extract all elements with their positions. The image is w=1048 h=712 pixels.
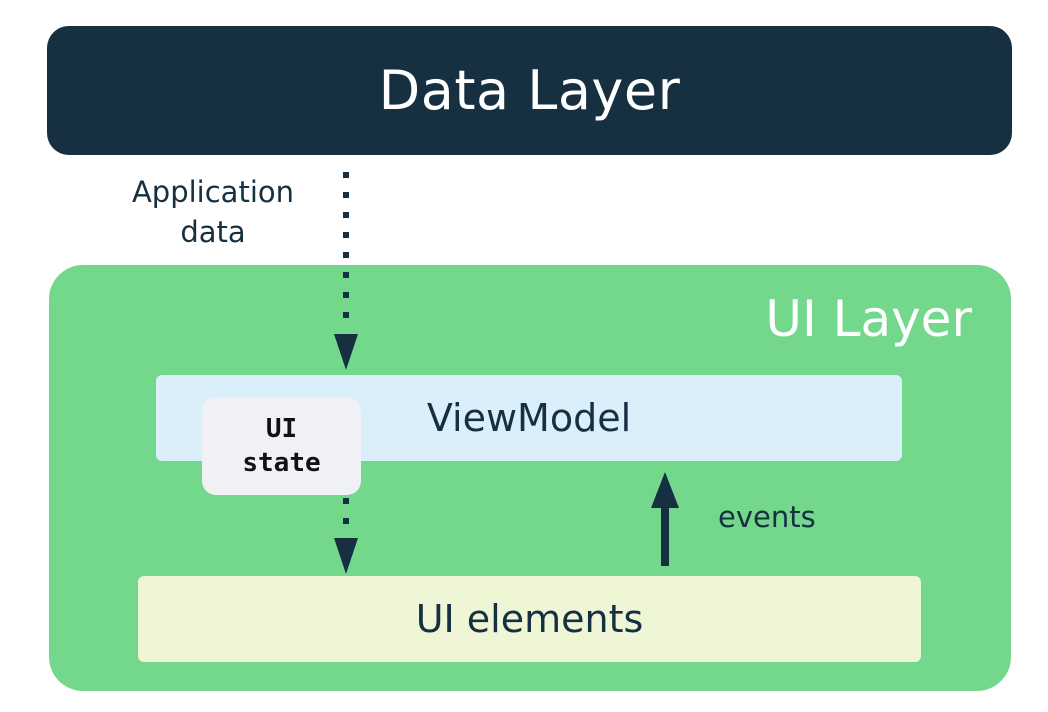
application-data-label: Application data bbox=[131, 175, 295, 249]
viewmodel-title: ViewModel bbox=[426, 396, 632, 440]
ui-state-line-2: state bbox=[242, 448, 321, 478]
arrow-head-up-icon bbox=[651, 472, 679, 508]
arrow-head-down-icon bbox=[334, 334, 358, 370]
ui-elements-box: UI elements bbox=[138, 576, 921, 662]
ui-layer-title: UI Layer bbox=[765, 290, 972, 348]
events-label: events bbox=[718, 500, 816, 534]
ui-state-arrow bbox=[334, 498, 358, 574]
ui-elements-title: UI elements bbox=[415, 597, 644, 641]
data-layer-title: Data Layer bbox=[378, 59, 681, 122]
ui-state-box: UI state bbox=[202, 397, 361, 495]
data-layer-box: Data Layer bbox=[47, 26, 1012, 155]
arrow-head-down-icon bbox=[334, 538, 358, 574]
application-data-arrow bbox=[334, 172, 358, 370]
ui-state-line-1: UI bbox=[265, 414, 298, 444]
events-arrow bbox=[651, 472, 679, 566]
